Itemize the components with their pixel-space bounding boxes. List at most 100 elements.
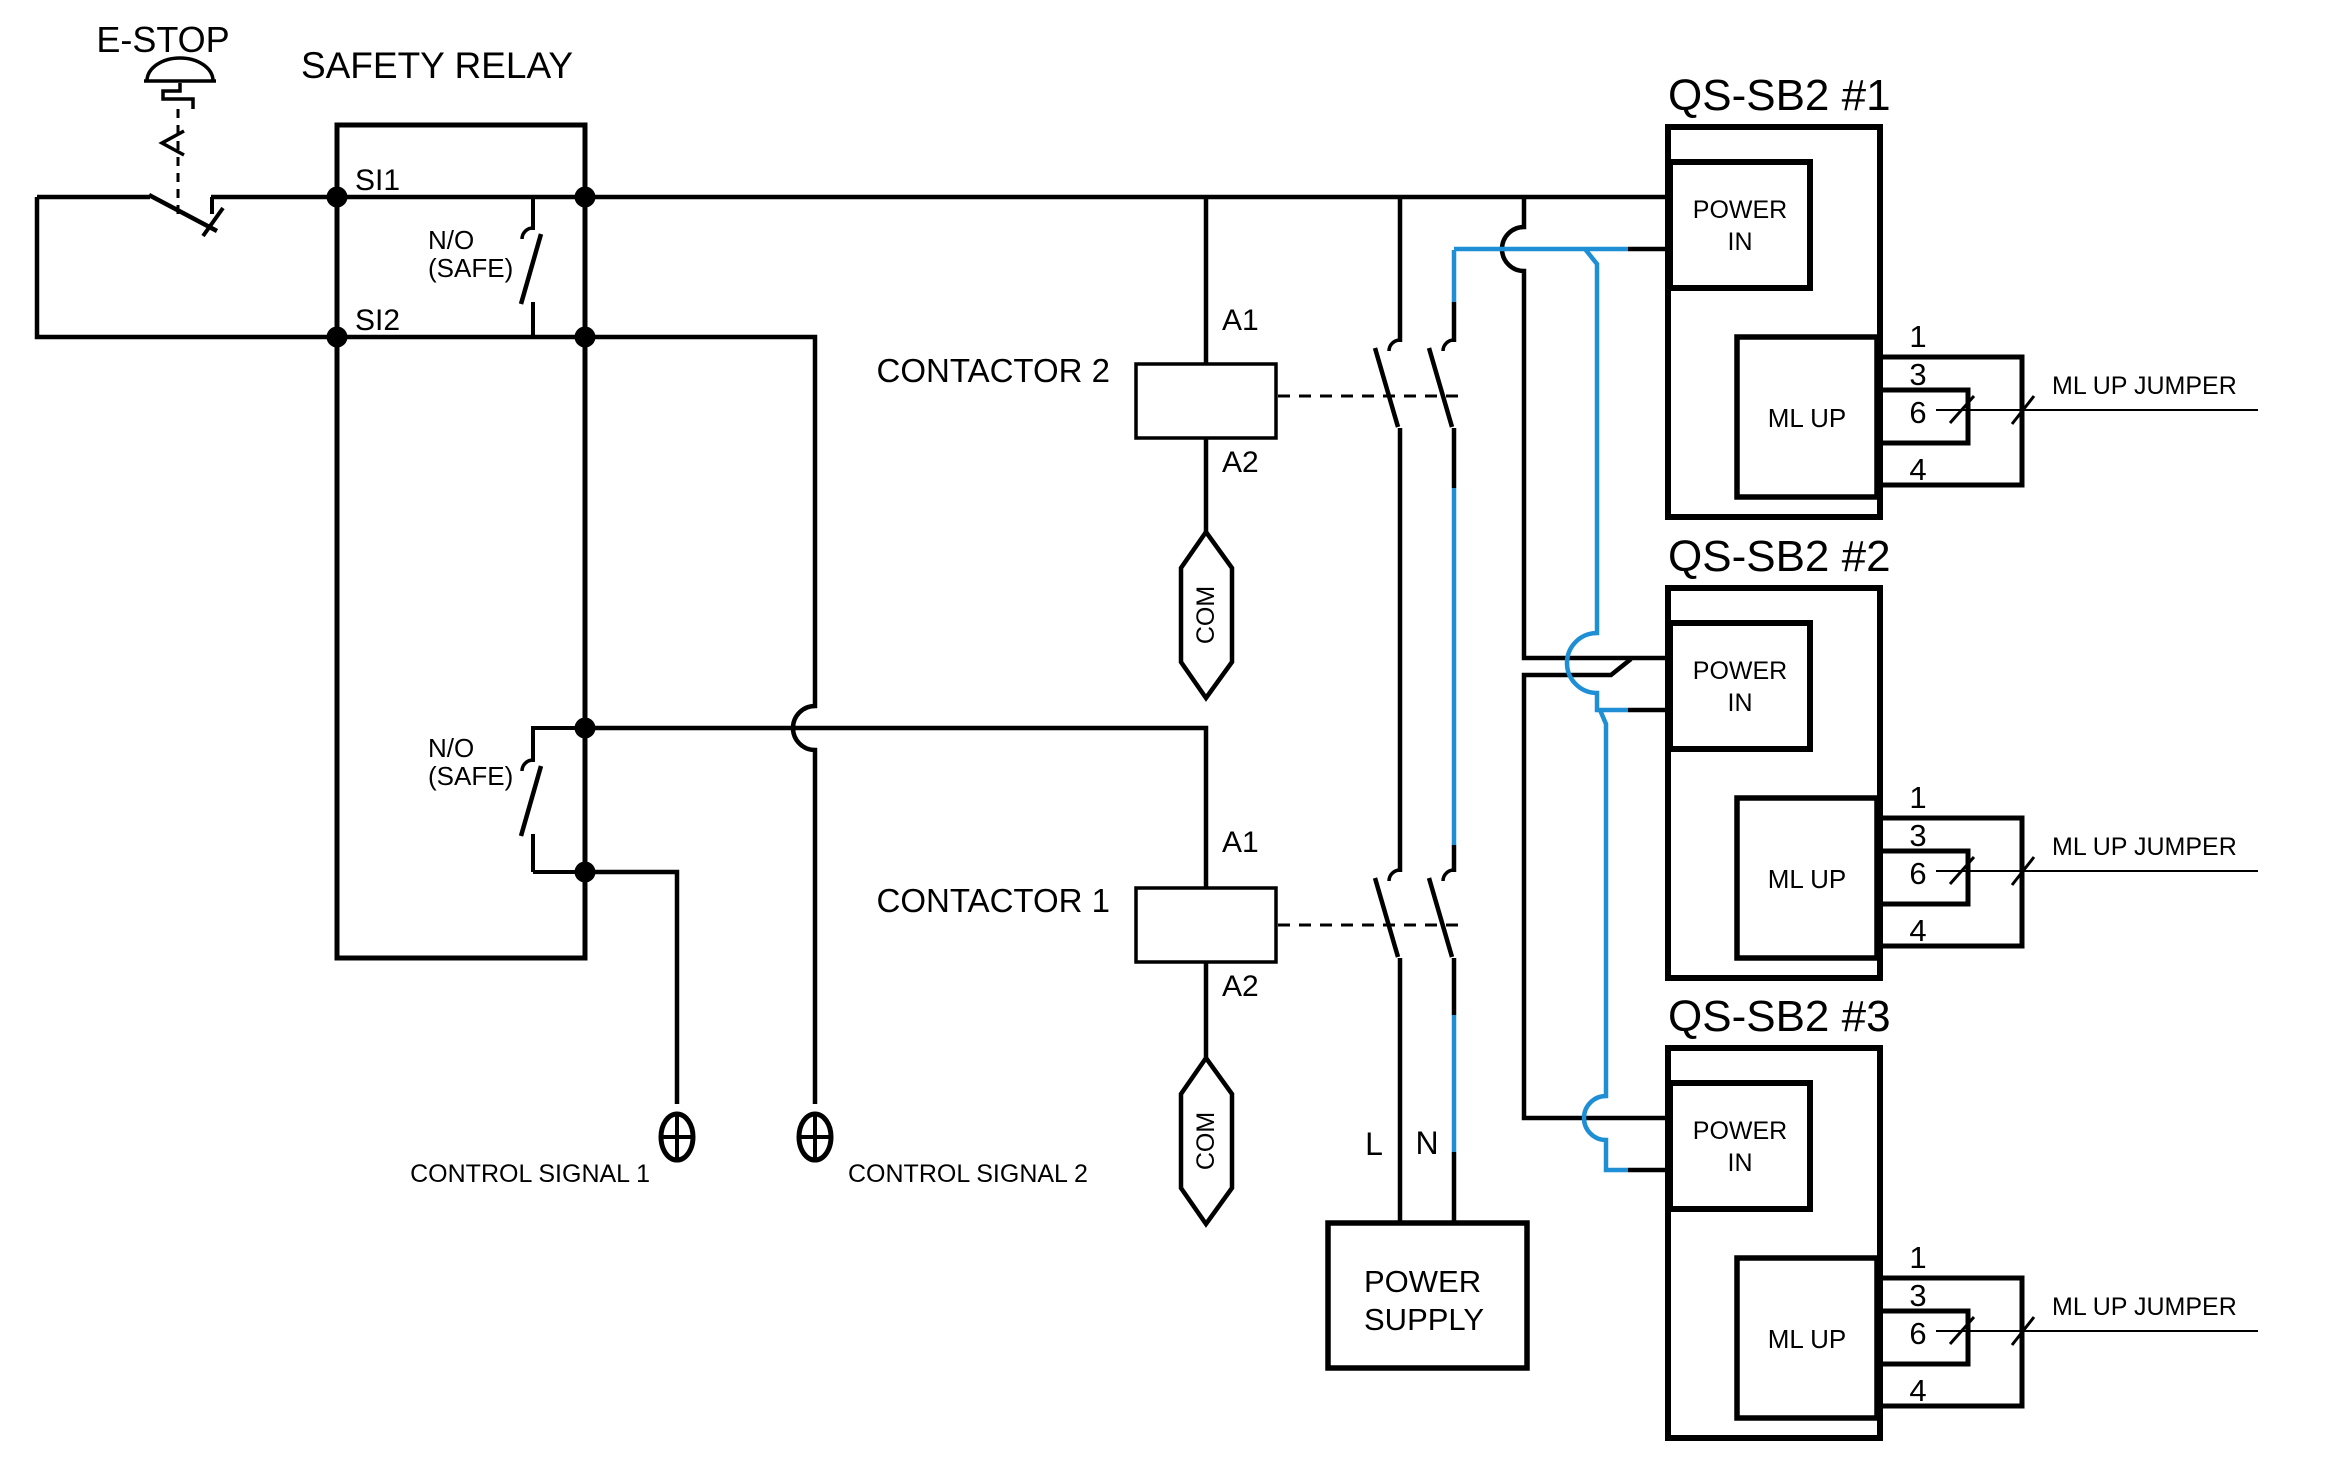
unit1-pin3: 3 [1909, 357, 1926, 392]
unit3-jumper-outer-loop [1880, 1275, 2025, 1409]
unit1-power-in-box [1667, 159, 1813, 291]
qs-sb2-unit-2: QS-SB2 #2 POWER IN ML UP 1 3 6 4 ML UP J… [1665, 532, 2258, 981]
unit1-pin1: 1 [1909, 319, 1926, 354]
contactor1-pole2-blade [1426, 877, 1455, 958]
unit2-pin3: 3 [1909, 818, 1926, 853]
unit1-jumper-inner-loop [1880, 387, 1971, 446]
qs-sb2-unit-3: QS-SB2 #3 POWER IN ML UP 1 3 6 4 ML UP J… [1665, 992, 2258, 1441]
neutral-wiring [1451, 246, 1628, 1173]
unit2-ml-up-box [1734, 795, 1880, 961]
relay-terminal-si2: SI2 [355, 304, 400, 337]
unit2-feed-wire [1499, 197, 1671, 661]
contactor2-pole2-blade [1426, 347, 1455, 428]
power-supply-label1: POWER [1364, 1264, 1481, 1299]
unit3-jumper-label: ML UP JUMPER [2052, 1293, 2237, 1321]
unit1-title: QS-SB2 #1 [1668, 71, 1891, 120]
unit3-jumper-inner-loop [1880, 1308, 1971, 1367]
unit1-jumper-slashes [1948, 395, 2036, 425]
contactor2-com-tag [1178, 528, 1235, 702]
contactor2-coil [1134, 362, 1278, 440]
unit1-pin4: 4 [1909, 452, 1926, 487]
unit3-power-in-box [1667, 1080, 1813, 1212]
unit2-power-in-label1: POWER [1693, 657, 1787, 685]
estop-stem [161, 83, 195, 109]
unit2-pin6: 6 [1909, 856, 1926, 891]
control-signal2-label: CONTROL SIGNAL 2 [848, 1160, 1088, 1188]
junction-si2 [326, 326, 348, 348]
contactor1-pole1-blade [1372, 877, 1401, 958]
relay-contact2-label1: N/O [428, 733, 474, 763]
contactor1-a1-wire [585, 725, 1209, 888]
control-signal1-wire [585, 869, 680, 1104]
relay-terminal-si1: SI1 [355, 164, 400, 197]
unit3-pin1: 1 [1909, 1240, 1926, 1275]
qs-sb2-unit-1: QS-SB2 #1 POWER IN ML UP 1 3 6 4 ML UP J… [1665, 71, 2258, 520]
contactor1-name: CONTACTOR 1 [877, 882, 1110, 919]
power-supply-box [1325, 1220, 1530, 1371]
unit2-box [1665, 585, 1883, 981]
estop-label: E-STOP [96, 19, 229, 60]
unit3-pin3: 3 [1909, 1278, 1926, 1313]
unit3-power-in-label2: IN [1728, 1149, 1753, 1177]
unit1-pin6: 6 [1909, 395, 1926, 430]
estop-mushroom-icon [145, 56, 215, 82]
control-signal2-wire [585, 334, 818, 1104]
unit2-title: QS-SB2 #2 [1668, 532, 1891, 581]
power-supply-label2: SUPPLY [1364, 1302, 1484, 1337]
contactor1-coil [1134, 886, 1278, 964]
unit2-power-in-box [1667, 620, 1813, 752]
relay-contact1-blade [518, 233, 544, 305]
unit3-neutral [1581, 709, 1628, 1173]
unit2-ml-up-label: ML UP [1768, 864, 1847, 894]
unit1-ml-up-label: ML UP [1768, 403, 1847, 433]
power-supply-n-label: N [1415, 1125, 1438, 1161]
unit3-pin6: 6 [1909, 1316, 1926, 1351]
unit1-jumper-label: ML UP JUMPER [2052, 372, 2237, 400]
unit3-jumper-slashes [1948, 1316, 2036, 1346]
unit2-jumper-slashes [1948, 856, 2036, 886]
unit3-box [1665, 1045, 1883, 1441]
unit3-ml-up-label: ML UP [1768, 1324, 1847, 1354]
safety-relay-title: SAFETY RELAY [301, 45, 573, 86]
unit1-power-in-label1: POWER [1693, 196, 1787, 224]
contactor2-a2-label: A2 [1222, 446, 1259, 479]
power-supply: POWER SUPPLY L N [1325, 1125, 1530, 1371]
unit3-ml-up-box [1734, 1255, 1880, 1421]
safety-relay-box [334, 122, 588, 961]
unit2-power-in-label2: IN [1728, 689, 1753, 717]
estop-latch-chevron [158, 129, 185, 157]
unit2-jumper-inner-loop [1880, 848, 1971, 907]
relay-contact1-label2: (SAFE) [428, 253, 513, 283]
unit1-box [1665, 124, 1883, 520]
power-supply-l-label: L [1365, 1126, 1383, 1162]
relay-contact2-blade [518, 765, 544, 837]
control-signal1-label: CONTROL SIGNAL 1 [410, 1160, 650, 1188]
unit3-feed-wire [1521, 657, 1671, 1121]
unit1-power-in-label2: IN [1728, 228, 1753, 256]
unit3-power-in-label1: POWER [1693, 1117, 1787, 1145]
safety-relay: SAFETY RELAY N/O (SAFE) N/O (SAFE) SI1 S… [301, 45, 596, 961]
unit2-pin4: 4 [1909, 913, 1926, 948]
contactor2-a1-label: A1 [1222, 304, 1259, 337]
contactor1-com-label: COM [1192, 1112, 1220, 1170]
contactor1-com-tag [1178, 1054, 1235, 1228]
unit2-jumper-outer-loop [1880, 815, 2025, 949]
unit1-jumper-outer-loop [1880, 354, 2025, 488]
relay-contact1-label1: N/O [428, 225, 474, 255]
estop-return-wire [34, 197, 334, 340]
relay-contact2-label2: (SAFE) [428, 761, 513, 791]
unit3-pin4: 4 [1909, 1373, 1926, 1408]
estop-symbol: E-STOP [34, 19, 334, 340]
contactor2: CONTACTOR 2 A1 A2 COM [877, 304, 1462, 702]
junction-si1 [326, 186, 348, 208]
contactor1-a1-label: A1 [1222, 826, 1259, 859]
control-signals: CONTROL SIGNAL 1 CONTROL SIGNAL 2 [410, 1111, 1088, 1188]
estop-contact-blade [147, 193, 219, 233]
unit2-jumper-label: ML UP JUMPER [2052, 833, 2237, 861]
contactor1: CONTACTOR 1 A1 A2 COM [877, 826, 1462, 1228]
contactor1-a2-label: A2 [1222, 970, 1259, 1003]
unit1-ml-up-box [1734, 334, 1880, 500]
unit2-neutral [1564, 247, 1628, 713]
